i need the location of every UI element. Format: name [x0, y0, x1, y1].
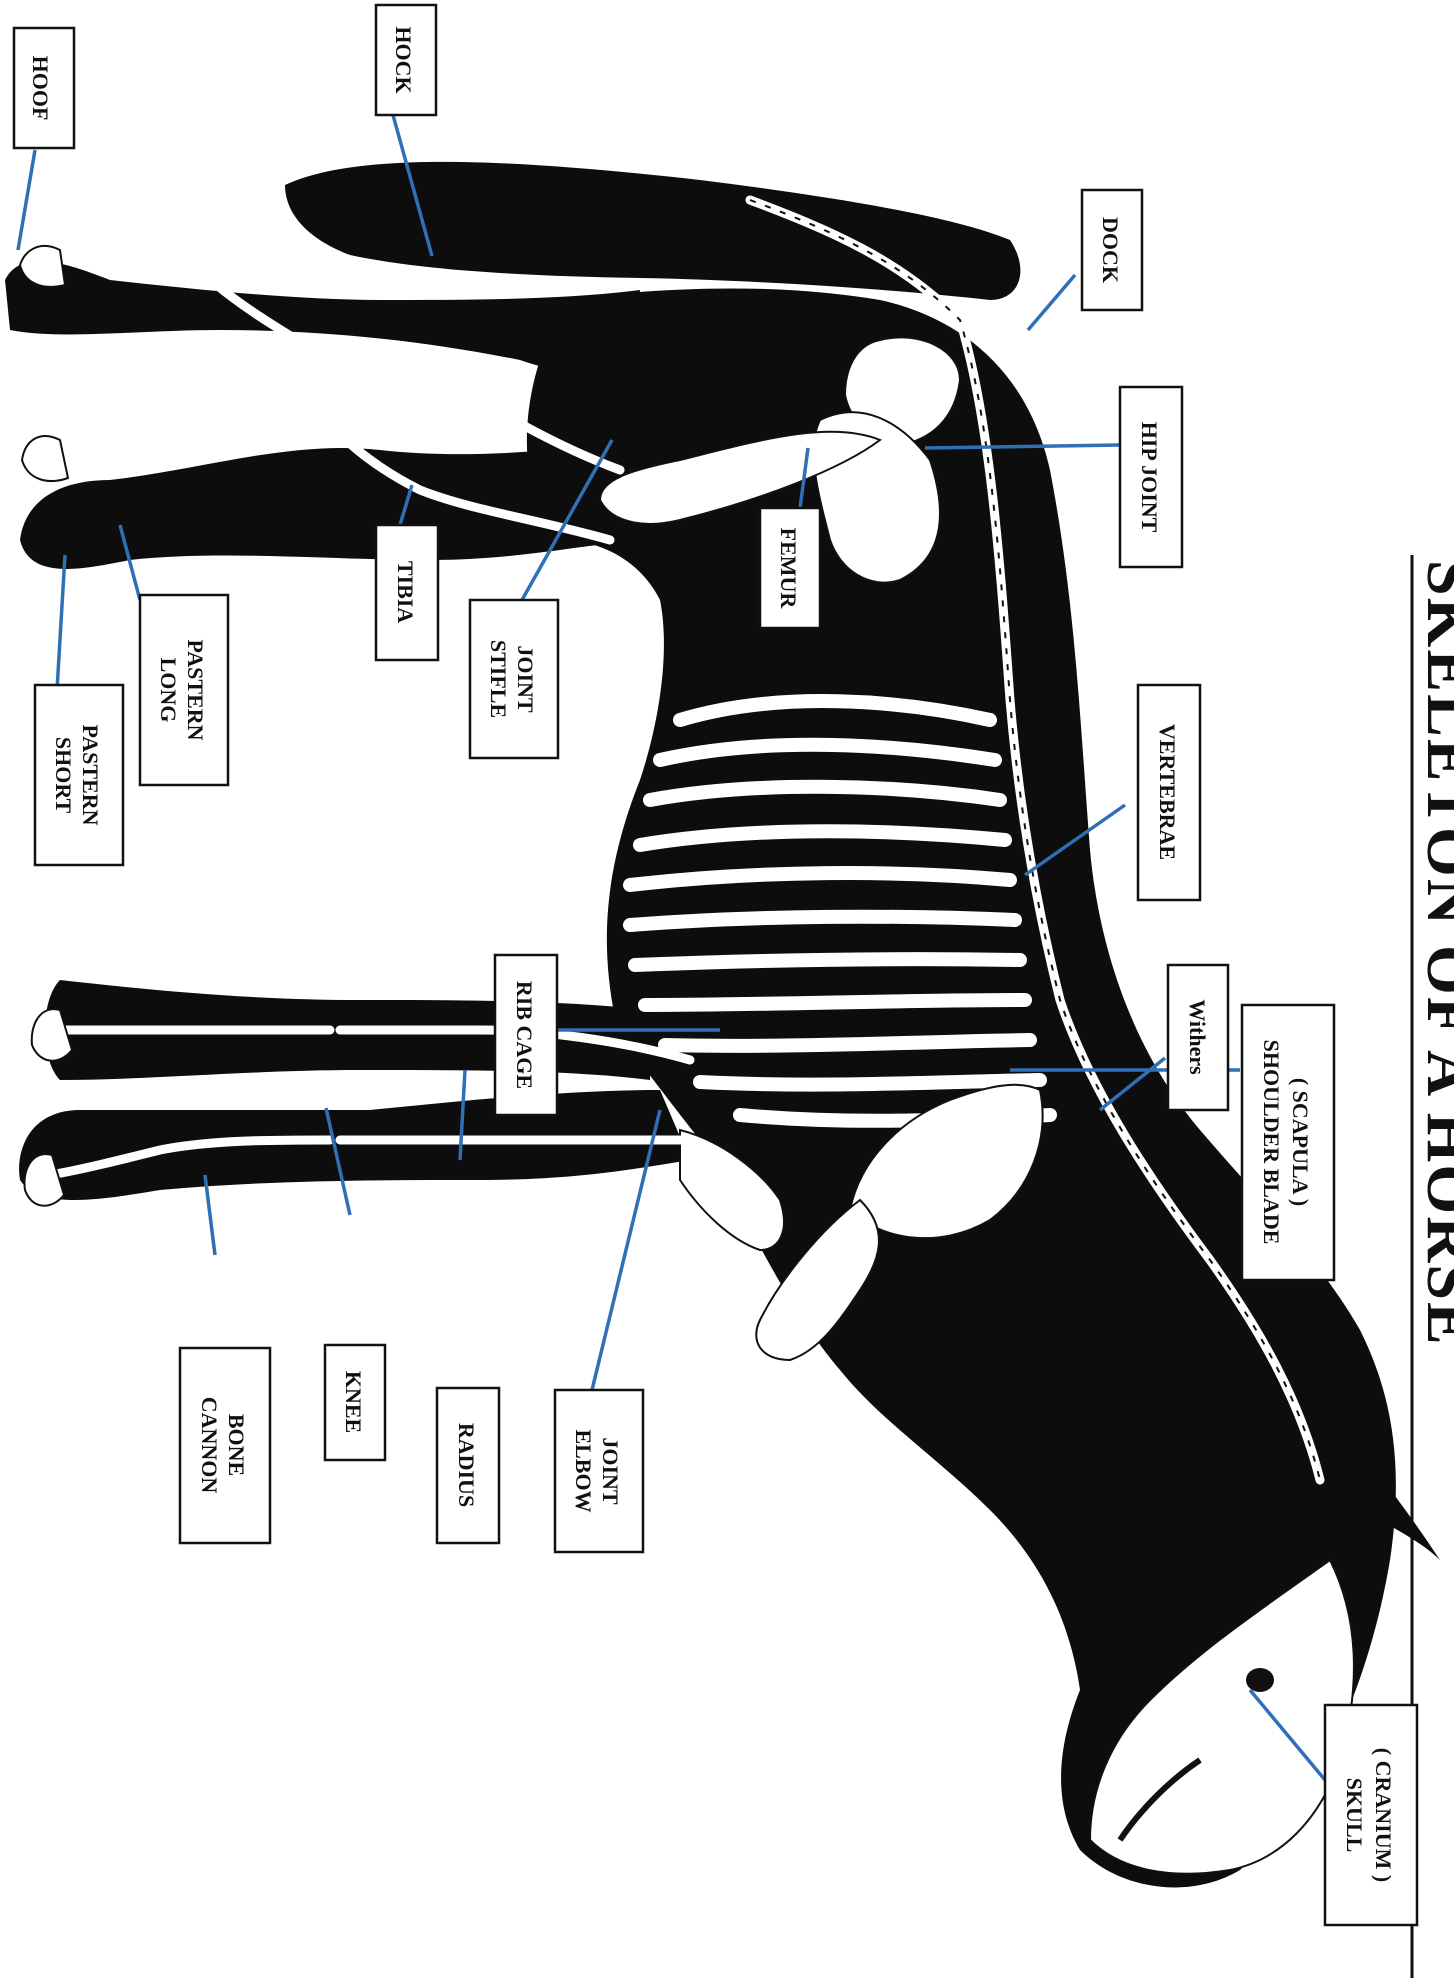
svg-text:KNEE: KNEE [341, 1371, 366, 1433]
label-stifle-joint: STIFLE JOINT [470, 600, 558, 758]
label-cannon-bone: CANNON BONE [180, 1348, 270, 1543]
long-pastern-line1: LONG [156, 658, 181, 723]
label-long-pastern: LONG PASTERN [140, 595, 228, 785]
label-withers: Withers [1168, 965, 1228, 1110]
stifle-line1: STIFLE [486, 640, 511, 718]
page-title: SKELETON OF A HORSE [1414, 560, 1454, 1347]
shoulder-line1: SHOULDER BLADE [1259, 1040, 1284, 1245]
short-pastern-line2: PASTERN [78, 724, 103, 825]
cannon-line1: CANNON [197, 1397, 222, 1494]
svg-text:VERTEBRAE: VERTEBRAE [1155, 724, 1180, 860]
label-radius: RADIUS [437, 1388, 499, 1543]
label-skull: SKULL ( CRANIUM ) [1325, 1705, 1417, 1925]
label-femur: FEMUR [760, 508, 820, 628]
elbow-line1: ELBOW [571, 1429, 596, 1512]
label-knee: KNEE [325, 1345, 385, 1460]
skull-line2: ( CRANIUM ) [1371, 1748, 1396, 1882]
svg-text:Withers: Withers [1185, 999, 1210, 1075]
shoulder-line2: ( SCAPULA ) [1288, 1078, 1313, 1206]
cannon-line2: BONE [224, 1414, 249, 1476]
label-hoof: HOOF [14, 28, 74, 148]
svg-text:RIB CAGE: RIB CAGE [512, 981, 537, 1089]
svg-text:HIP JOINT: HIP JOINT [1137, 422, 1162, 533]
skull-line1: SKULL [1342, 1778, 1367, 1853]
long-pastern-line2: PASTERN [183, 639, 208, 740]
label-shoulder-blade: SHOULDER BLADE ( SCAPULA ) [1242, 1005, 1334, 1280]
svg-text:RADIUS: RADIUS [454, 1423, 479, 1507]
label-tibia: TIBIA [376, 525, 438, 660]
label-hip-joint: HIP JOINT [1120, 387, 1182, 567]
stifle-line2: JOINT [513, 645, 538, 713]
elbow-line2: JOINT [598, 1437, 623, 1505]
label-short-pastern: SHORT PASTERN [35, 685, 123, 865]
title-group: SKELETON OF A HORSE [1412, 555, 1454, 1978]
svg-text:DOCK: DOCK [1098, 217, 1123, 283]
svg-text:FEMUR: FEMUR [776, 528, 801, 610]
label-hock: HOCK [376, 5, 436, 115]
label-elbow-joint: ELBOW JOINT [555, 1390, 643, 1552]
short-pastern-line1: SHORT [51, 737, 76, 814]
svg-text:TIBIA: TIBIA [393, 561, 418, 623]
label-dock: DOCK [1082, 190, 1142, 310]
label-rib-cage: RIB CAGE [495, 955, 557, 1115]
svg-text:HOCK: HOCK [391, 26, 416, 93]
label-vertebrae: VERTEBRAE [1138, 685, 1200, 900]
svg-text:HOOF: HOOF [28, 56, 53, 121]
